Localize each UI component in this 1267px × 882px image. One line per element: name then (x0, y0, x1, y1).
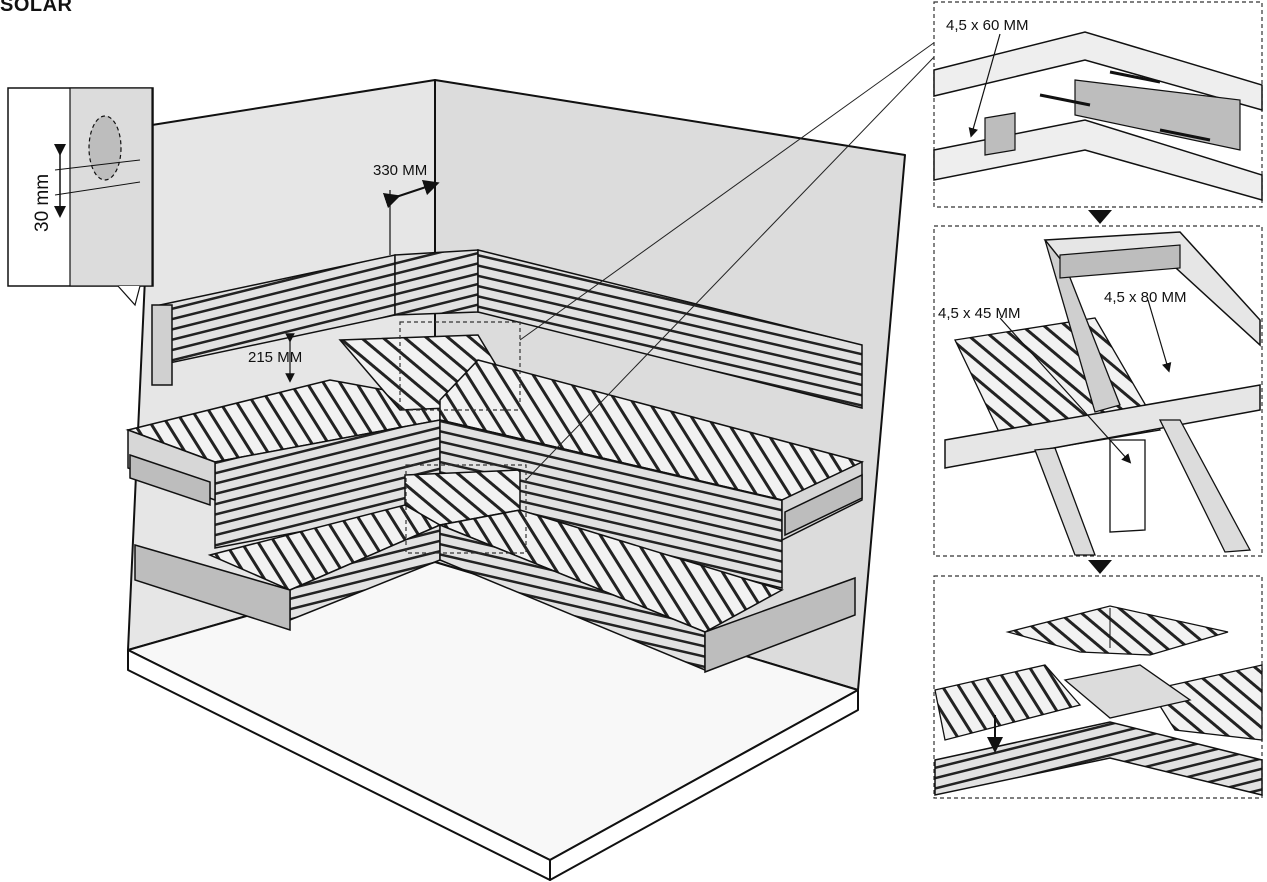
upper-bench-support-left (129, 453, 211, 507)
step2-screw-a-label: 4,5 x 45 MM (938, 305, 1021, 322)
leader-line (519, 41, 936, 341)
backrest-end-post (151, 304, 173, 386)
hole-detail-callout: 30 mm (7, 87, 154, 307)
backrest-corner (394, 249, 479, 316)
lower-bench (134, 469, 856, 674)
step-panel-3 (933, 575, 1263, 799)
step-arrow-down (1088, 560, 1112, 574)
lower-bench-support-left (134, 544, 291, 632)
detail-box-lower-corner (405, 464, 527, 554)
backrest-right (477, 249, 863, 409)
upper-bench (125, 334, 865, 589)
corner-seat-piece (1005, 605, 1229, 656)
lower-bench-support-right (704, 576, 856, 674)
hole-spacing-label: 30 mm (32, 174, 53, 232)
leader-line (525, 55, 936, 481)
page-title: SOLAR (0, 0, 73, 16)
dimension-330-label: 330 MM (373, 162, 427, 179)
hole-marker (88, 115, 122, 181)
floor-edge-right (549, 689, 859, 881)
dimension-330: 330 MM (373, 162, 440, 255)
dimension-215: 215 MM (248, 333, 302, 383)
dimension-215-label: 215 MM (248, 349, 302, 366)
step-panel-2: 4,5 x 45 MM 4,5 x 80 MM (933, 225, 1263, 557)
step1-screw-label: 4,5 x 60 MM (946, 17, 1029, 34)
step-arrow-down (1088, 210, 1112, 224)
detail-box-backrest-corner (399, 321, 521, 411)
upper-bench-support-right (784, 473, 863, 537)
step2-screw-b-label: 4,5 x 80 MM (1104, 289, 1187, 306)
step-panel-1: 4,5 x 60 MM (933, 1, 1263, 208)
backrest (151, 249, 863, 409)
